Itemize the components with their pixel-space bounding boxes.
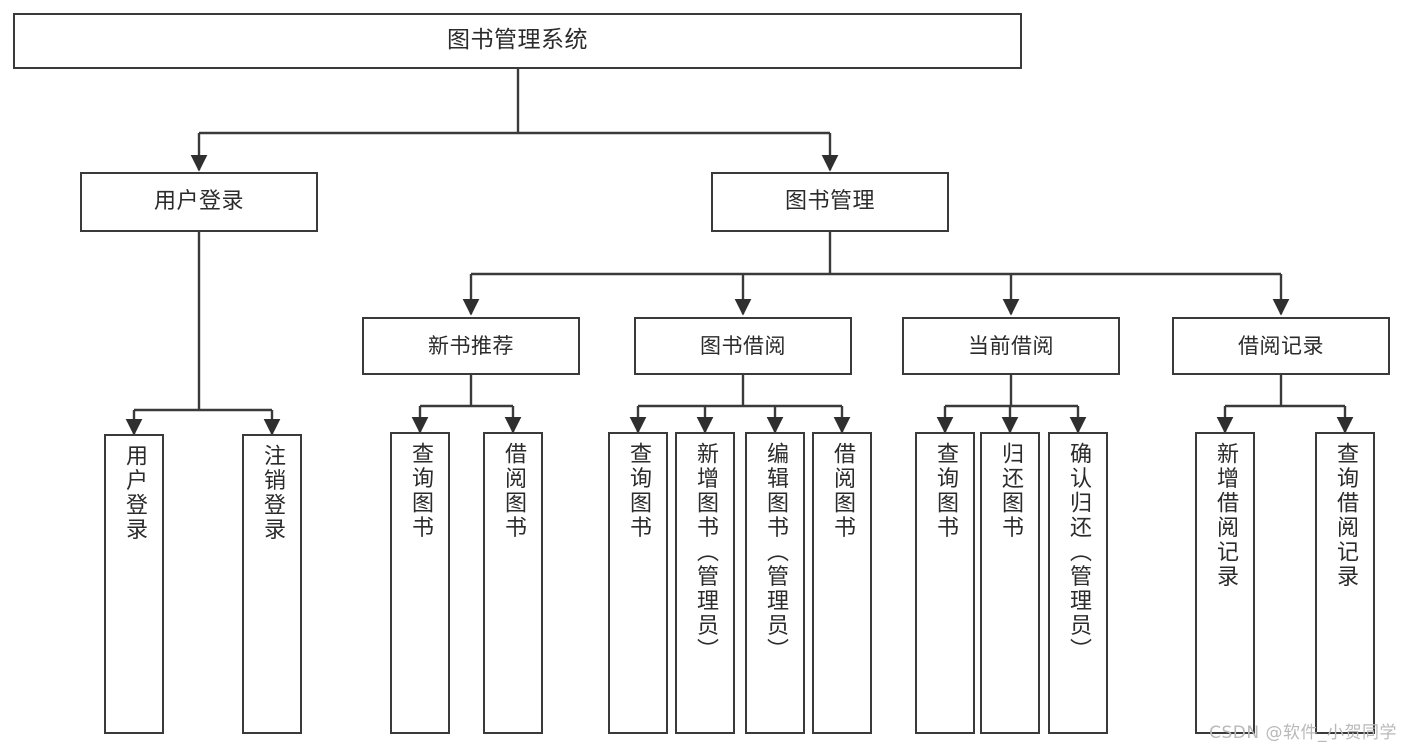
node-root-label: 图书管理系统 [447,27,588,54]
node-leaf-query-book-1-label: 查询图书 [408,442,433,540]
node-leaf-edit-book-label: 编辑图书（管理员） [763,442,788,663]
node-user-login-label: 用户登录 [153,189,244,215]
node-leaf-user-login[interactable]: 用户登录 [104,434,164,734]
node-leaf-borrow-book-2-label: 借阅图书 [830,442,855,540]
node-leaf-add-record[interactable]: 新增借阅记录 [1195,432,1255,734]
node-leaf-borrow-book-2[interactable]: 借阅图书 [812,432,872,734]
node-current-borrow-label: 当前借阅 [968,333,1054,358]
node-book-borrow-label: 图书借阅 [700,333,786,358]
node-leaf-query-record-label: 查询借阅记录 [1333,442,1358,589]
node-leaf-query-book-2[interactable]: 查询图书 [608,432,668,734]
node-leaf-borrow-book-1[interactable]: 借阅图书 [483,432,543,734]
node-borrow-record[interactable]: 借阅记录 [1172,317,1390,375]
node-leaf-add-book[interactable]: 新增图书（管理员） [675,432,735,734]
node-leaf-query-book-3[interactable]: 查询图书 [915,432,975,734]
node-leaf-return-book[interactable]: 归还图书 [980,432,1040,734]
node-leaf-query-book-1[interactable]: 查询图书 [390,432,450,734]
node-book-manage[interactable]: 图书管理 [711,172,949,232]
node-user-login[interactable]: 用户登录 [80,172,318,232]
node-leaf-query-record[interactable]: 查询借阅记录 [1315,432,1375,734]
node-borrow-record-label: 借阅记录 [1238,333,1324,358]
node-leaf-edit-book[interactable]: 编辑图书（管理员） [745,432,805,734]
node-leaf-confirm-return[interactable]: 确认归还（管理员） [1048,432,1108,734]
node-leaf-return-book-label: 归还图书 [998,442,1023,540]
node-book-borrow[interactable]: 图书借阅 [634,317,852,375]
node-leaf-logout[interactable]: 注销登录 [242,434,302,734]
node-leaf-borrow-book-1-label: 借阅图书 [501,442,526,540]
node-leaf-add-record-label: 新增借阅记录 [1213,442,1238,589]
watermark-text: CSDN @软件_小贺同学 [1209,723,1397,743]
node-root[interactable]: 图书管理系统 [13,13,1022,69]
node-current-borrow[interactable]: 当前借阅 [902,317,1120,375]
node-leaf-add-book-label: 新增图书（管理员） [693,442,718,663]
node-leaf-confirm-return-label: 确认归还（管理员） [1066,442,1091,663]
node-leaf-logout-label: 注销登录 [260,444,285,542]
node-leaf-query-book-2-label: 查询图书 [626,442,651,540]
node-leaf-query-book-3-label: 查询图书 [933,442,958,540]
node-new-book-recommend-label: 新书推荐 [428,333,514,358]
node-book-manage-label: 图书管理 [784,189,875,215]
node-new-book-recommend[interactable]: 新书推荐 [362,317,580,375]
node-leaf-user-login-label: 用户登录 [122,444,147,542]
